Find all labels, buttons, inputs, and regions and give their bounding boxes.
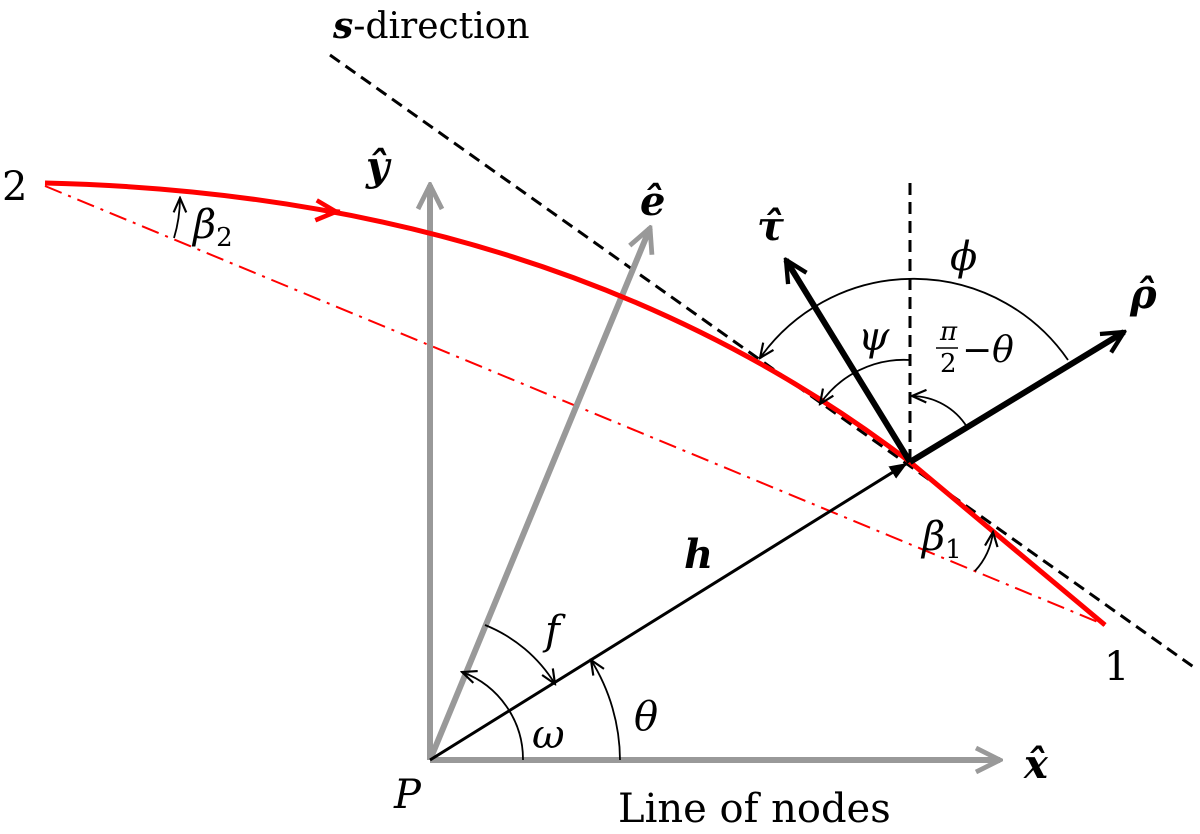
- f-arc: [484, 624, 555, 684]
- omega-arc: [462, 672, 524, 761]
- half-pi-minus-theta-arc: [912, 396, 968, 428]
- e-vector: [427, 228, 650, 762]
- s-direction-label: s-direction: [332, 5, 530, 47]
- h-vector: [429, 462, 908, 762]
- pi-numerator: π: [939, 317, 958, 347]
- point-2-label: 2: [2, 164, 27, 210]
- psi-arc: [820, 358, 911, 404]
- phi-arc: [760, 277, 1069, 361]
- rho-vector: [908, 329, 1124, 465]
- f-label: f: [542, 608, 566, 654]
- origin-label: P: [393, 772, 422, 818]
- beta1-label: β1: [920, 514, 962, 565]
- tau-hat-label: τ̂: [757, 203, 784, 250]
- psi-label: ψ: [858, 314, 890, 360]
- beta2-label: β2: [191, 202, 233, 253]
- y-hat-label: ŷ: [365, 143, 392, 190]
- rho-hat-label: ρ̂: [1129, 271, 1157, 318]
- point-1-label: 1: [1104, 644, 1129, 690]
- half-pi-minus-theta-label: π 2 −θ: [936, 317, 1014, 379]
- omega-label: ω: [532, 712, 565, 758]
- line-of-nodes-label: Line of nodes: [618, 786, 891, 832]
- x-hat-label: x̂: [1023, 741, 1049, 788]
- beta2-arc: [174, 198, 180, 239]
- minus-theta: −θ: [962, 330, 1014, 371]
- theta-label: θ: [634, 694, 658, 740]
- two-denominator: 2: [940, 349, 957, 379]
- s-direction-line: [329, 53, 1196, 670]
- tau-vector: [783, 260, 913, 464]
- e-hat-label: ê: [640, 178, 665, 225]
- beta1-arc: [974, 532, 993, 572]
- theta-arc: [591, 660, 621, 761]
- phi-label: ϕ: [950, 234, 977, 280]
- h-label: h: [684, 531, 713, 578]
- trajectory-direction-arrow: [326, 211, 341, 212]
